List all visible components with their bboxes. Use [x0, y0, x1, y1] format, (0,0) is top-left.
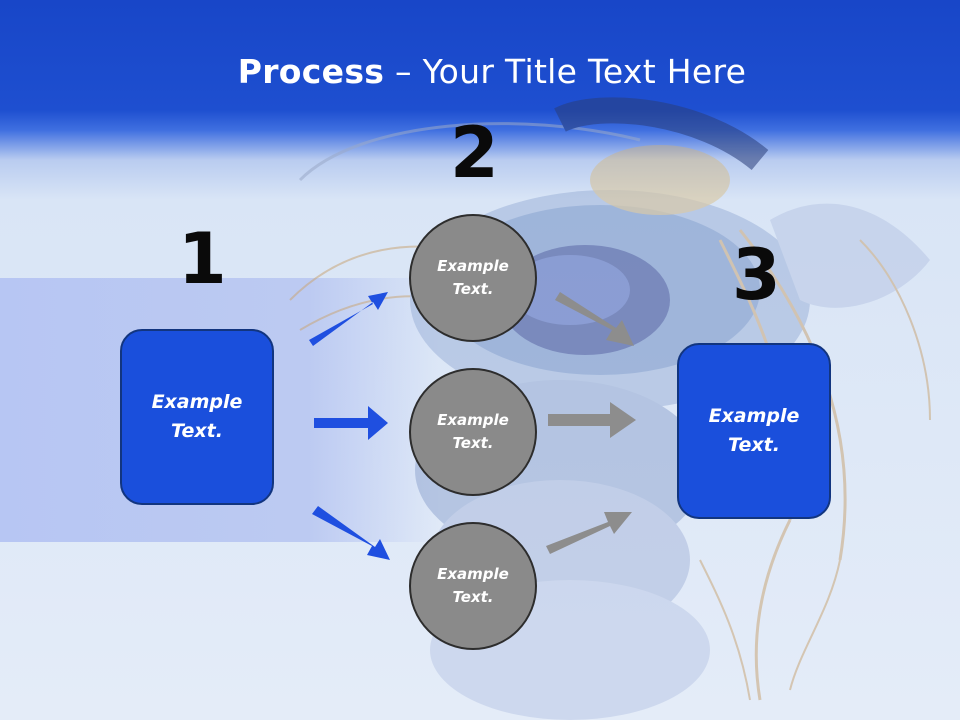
gray-arrow-right — [548, 402, 636, 438]
circle-bottom-line1: Example — [437, 565, 509, 583]
step-3-text: Example Text. — [709, 402, 800, 460]
step-1-text: Example Text. — [152, 388, 243, 446]
blue-arrow-right — [314, 406, 388, 440]
circle-top-line2: Text. — [452, 280, 494, 298]
step-1-line1: Example — [151, 391, 243, 413]
slide-title: Process – Your Title Text Here — [0, 52, 960, 91]
title-rest: – Your Title Text Here — [384, 52, 747, 91]
circle-middle-text: Example Text. — [437, 409, 509, 455]
blue-arrow-up — [309, 292, 388, 346]
circle-top-line1: Example — [437, 257, 509, 275]
step-number-2: 2 — [450, 112, 499, 194]
step-2-circle-middle[interactable]: Example Text. — [409, 368, 537, 496]
circle-top-text: Example Text. — [437, 255, 509, 301]
step-1-line2: Text. — [171, 420, 223, 442]
step-3-line1: Example — [708, 405, 800, 427]
step-3-line2: Text. — [728, 434, 780, 456]
blue-arrow-down — [312, 506, 390, 560]
gray-arrow-down — [555, 292, 634, 346]
step-number-1: 1 — [178, 218, 227, 300]
circle-middle-line2: Text. — [452, 434, 494, 452]
circle-bottom-text: Example Text. — [437, 563, 509, 609]
step-2-circle-bottom[interactable]: Example Text. — [409, 522, 537, 650]
gray-arrow-up — [546, 512, 632, 554]
step-3-box[interactable]: Example Text. — [677, 343, 831, 519]
step-number-3: 3 — [732, 234, 781, 316]
circle-middle-line1: Example — [437, 411, 509, 429]
circle-bottom-line2: Text. — [452, 588, 494, 606]
step-1-box[interactable]: Example Text. — [120, 329, 274, 505]
step-2-circle-top[interactable]: Example Text. — [409, 214, 537, 342]
title-bold: Process — [237, 52, 385, 91]
